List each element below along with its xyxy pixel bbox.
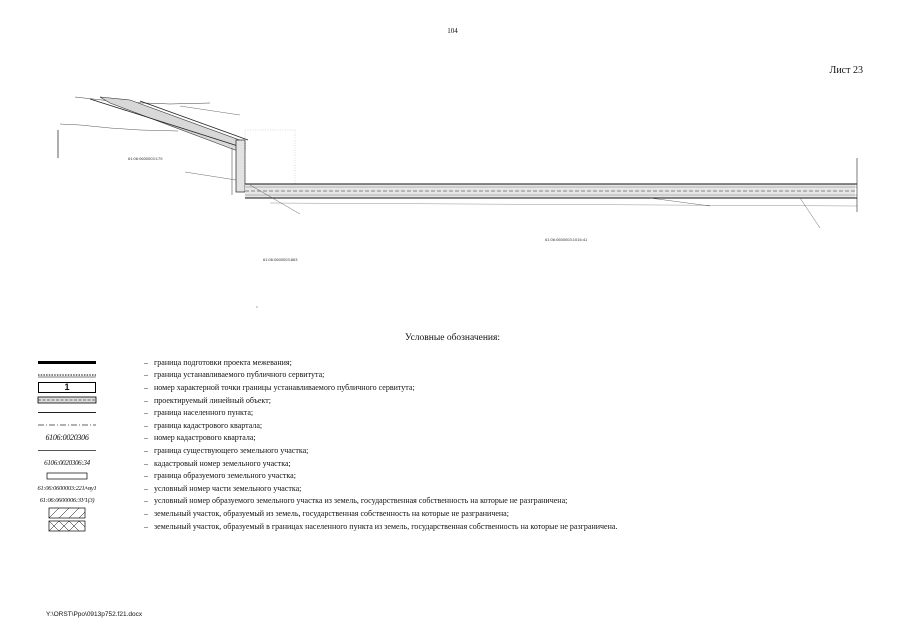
leader-line: [649, 197, 711, 207]
leader-line: [184, 171, 237, 181]
legend-symbol-point-number: 1: [36, 381, 98, 394]
legend-text: граница существующего земельного участка…: [154, 445, 309, 455]
legend-row: – проектируемый линейный объект;: [36, 394, 856, 407]
legend-symbol-existing-parcel: [36, 444, 98, 457]
legend: – граница подготовки проекта межевания; …: [36, 356, 856, 532]
legend-dash: –: [144, 483, 148, 493]
plan-vertical-segment: [235, 139, 246, 193]
cadastral-plan-drawing: 61:06:0600003:179 61:06:0600003:863 61:0…: [57, 96, 858, 308]
legend-row: – граница существующего земельного участ…: [36, 444, 856, 457]
plan-road-edge: [89, 98, 239, 147]
legend-symbol-settlement-boundary: [36, 406, 98, 419]
legend-text: земельный участок, образуемый из земель,…: [154, 508, 509, 518]
legend-dash: –: [144, 370, 148, 380]
legend-row: 61:06:0600006:ЗУ1(3) – условный номер об…: [36, 495, 856, 508]
legend-dash: –: [144, 382, 148, 392]
plan-boundary-left: [59, 123, 179, 132]
legend-symbol-new-parcel-number: 61:06:0600006:ЗУ1(3): [39, 497, 95, 505]
leader-line: [799, 197, 821, 229]
legend-row: – граница кадастрового квартала;: [36, 419, 856, 432]
legend-symbol-linear-object: [36, 394, 98, 407]
leader-line: [179, 105, 241, 116]
legend-dash: –: [144, 496, 148, 506]
legend-dash: –: [144, 395, 148, 405]
legend-dash: –: [144, 508, 148, 518]
plan-point-marker: [256, 306, 258, 308]
legend-dash: –: [144, 408, 148, 418]
legend-dash: –: [144, 458, 148, 468]
plan-road-edge-2: [139, 100, 249, 141]
legend-text: граница подготовки проекта межевания;: [154, 357, 292, 367]
legend-row: – граница подготовки проекта межевания;: [36, 356, 856, 369]
legend-row: 1 – номер характерной точки границы уста…: [36, 381, 856, 394]
plan-road-descent: [99, 96, 246, 151]
legend-row: – граница населенного пункта;: [36, 406, 856, 419]
legend-text: граница кадастрового квартала;: [154, 420, 263, 430]
legend-row: 6106:0020306 – номер кадастрового кварта…: [36, 432, 856, 445]
legend-text: кадастровый номер земельного участка;: [154, 458, 291, 468]
legend-row: – граница устанавливаемого публичного се…: [36, 369, 856, 382]
legend-dash: –: [144, 357, 148, 367]
legend-text: номер характерной точки границы устанавл…: [154, 382, 415, 392]
legend-row: 6106:0020306:34 – кадастровый номер земе…: [36, 457, 856, 470]
plan-hatched-zone: [244, 129, 296, 191]
legend-symbol-new-parcel-boundary: [36, 469, 98, 482]
legend-row: 61:06:0600003:221/чзу1 – условный номер …: [36, 482, 856, 495]
legend-text: проектируемый линейный объект;: [154, 395, 271, 405]
legend-text: граница населенного пункта;: [154, 408, 254, 418]
page-number: 104: [447, 27, 458, 35]
legend-text: земельный участок, образуемый в границах…: [154, 521, 618, 531]
legend-row: – земельный участок, образуемый из земел…: [36, 507, 856, 520]
legend-text: граница образуемого земельного участка;: [154, 471, 296, 481]
legend-row: – земельный участок, образуемый в границ…: [36, 520, 856, 533]
legend-symbol-quarter-number: 6106:0020306: [45, 433, 89, 443]
legend-text: условный номер образуемого земельного уч…: [154, 496, 568, 506]
legend-symbol-cadastral-number: 6106:0020306:34: [44, 459, 90, 468]
footer-file-path: Y:\ORST\Ppo\0913p752.f21.docx: [46, 611, 143, 618]
legend-text: номер кадастрового квартала;: [154, 433, 256, 443]
legend-text: условный номер части земельного участка;: [154, 483, 302, 493]
sheet-label: Лист 23: [829, 65, 863, 76]
legend-symbol-part-number: 61:06:0600003:221/чзу1: [37, 484, 97, 492]
plan-label-quarter-3: 61:06:0600003:1016:41: [545, 237, 588, 242]
legend-dash: –: [144, 445, 148, 455]
legend-symbol-parcel-hatched: [36, 507, 98, 520]
legend-symbol-parcel-crosshatched: [36, 520, 98, 533]
plan-terrain-line: [269, 202, 858, 207]
legend-title: Условные обозначения:: [404, 333, 500, 343]
legend-dash: –: [144, 471, 148, 481]
plan-corridor: [245, 184, 855, 198]
plan-label-quarter-1: 61:06:0600003:179: [128, 156, 163, 161]
legend-symbol-servitude-boundary: [36, 369, 98, 382]
legend-symbol-survey-boundary: [36, 356, 98, 369]
legend-row: – граница образуемого земельного участка…: [36, 469, 856, 482]
legend-text: граница устанавливаемого публичного серв…: [154, 370, 325, 380]
legend-dash: –: [144, 521, 148, 531]
leader-line: [249, 184, 301, 215]
plan-label-quarter-2: 61:06:0600003:863: [263, 257, 298, 262]
legend-dash: –: [144, 420, 148, 430]
legend-dash: –: [144, 433, 148, 443]
legend-symbol-quarter-boundary: [36, 419, 98, 432]
